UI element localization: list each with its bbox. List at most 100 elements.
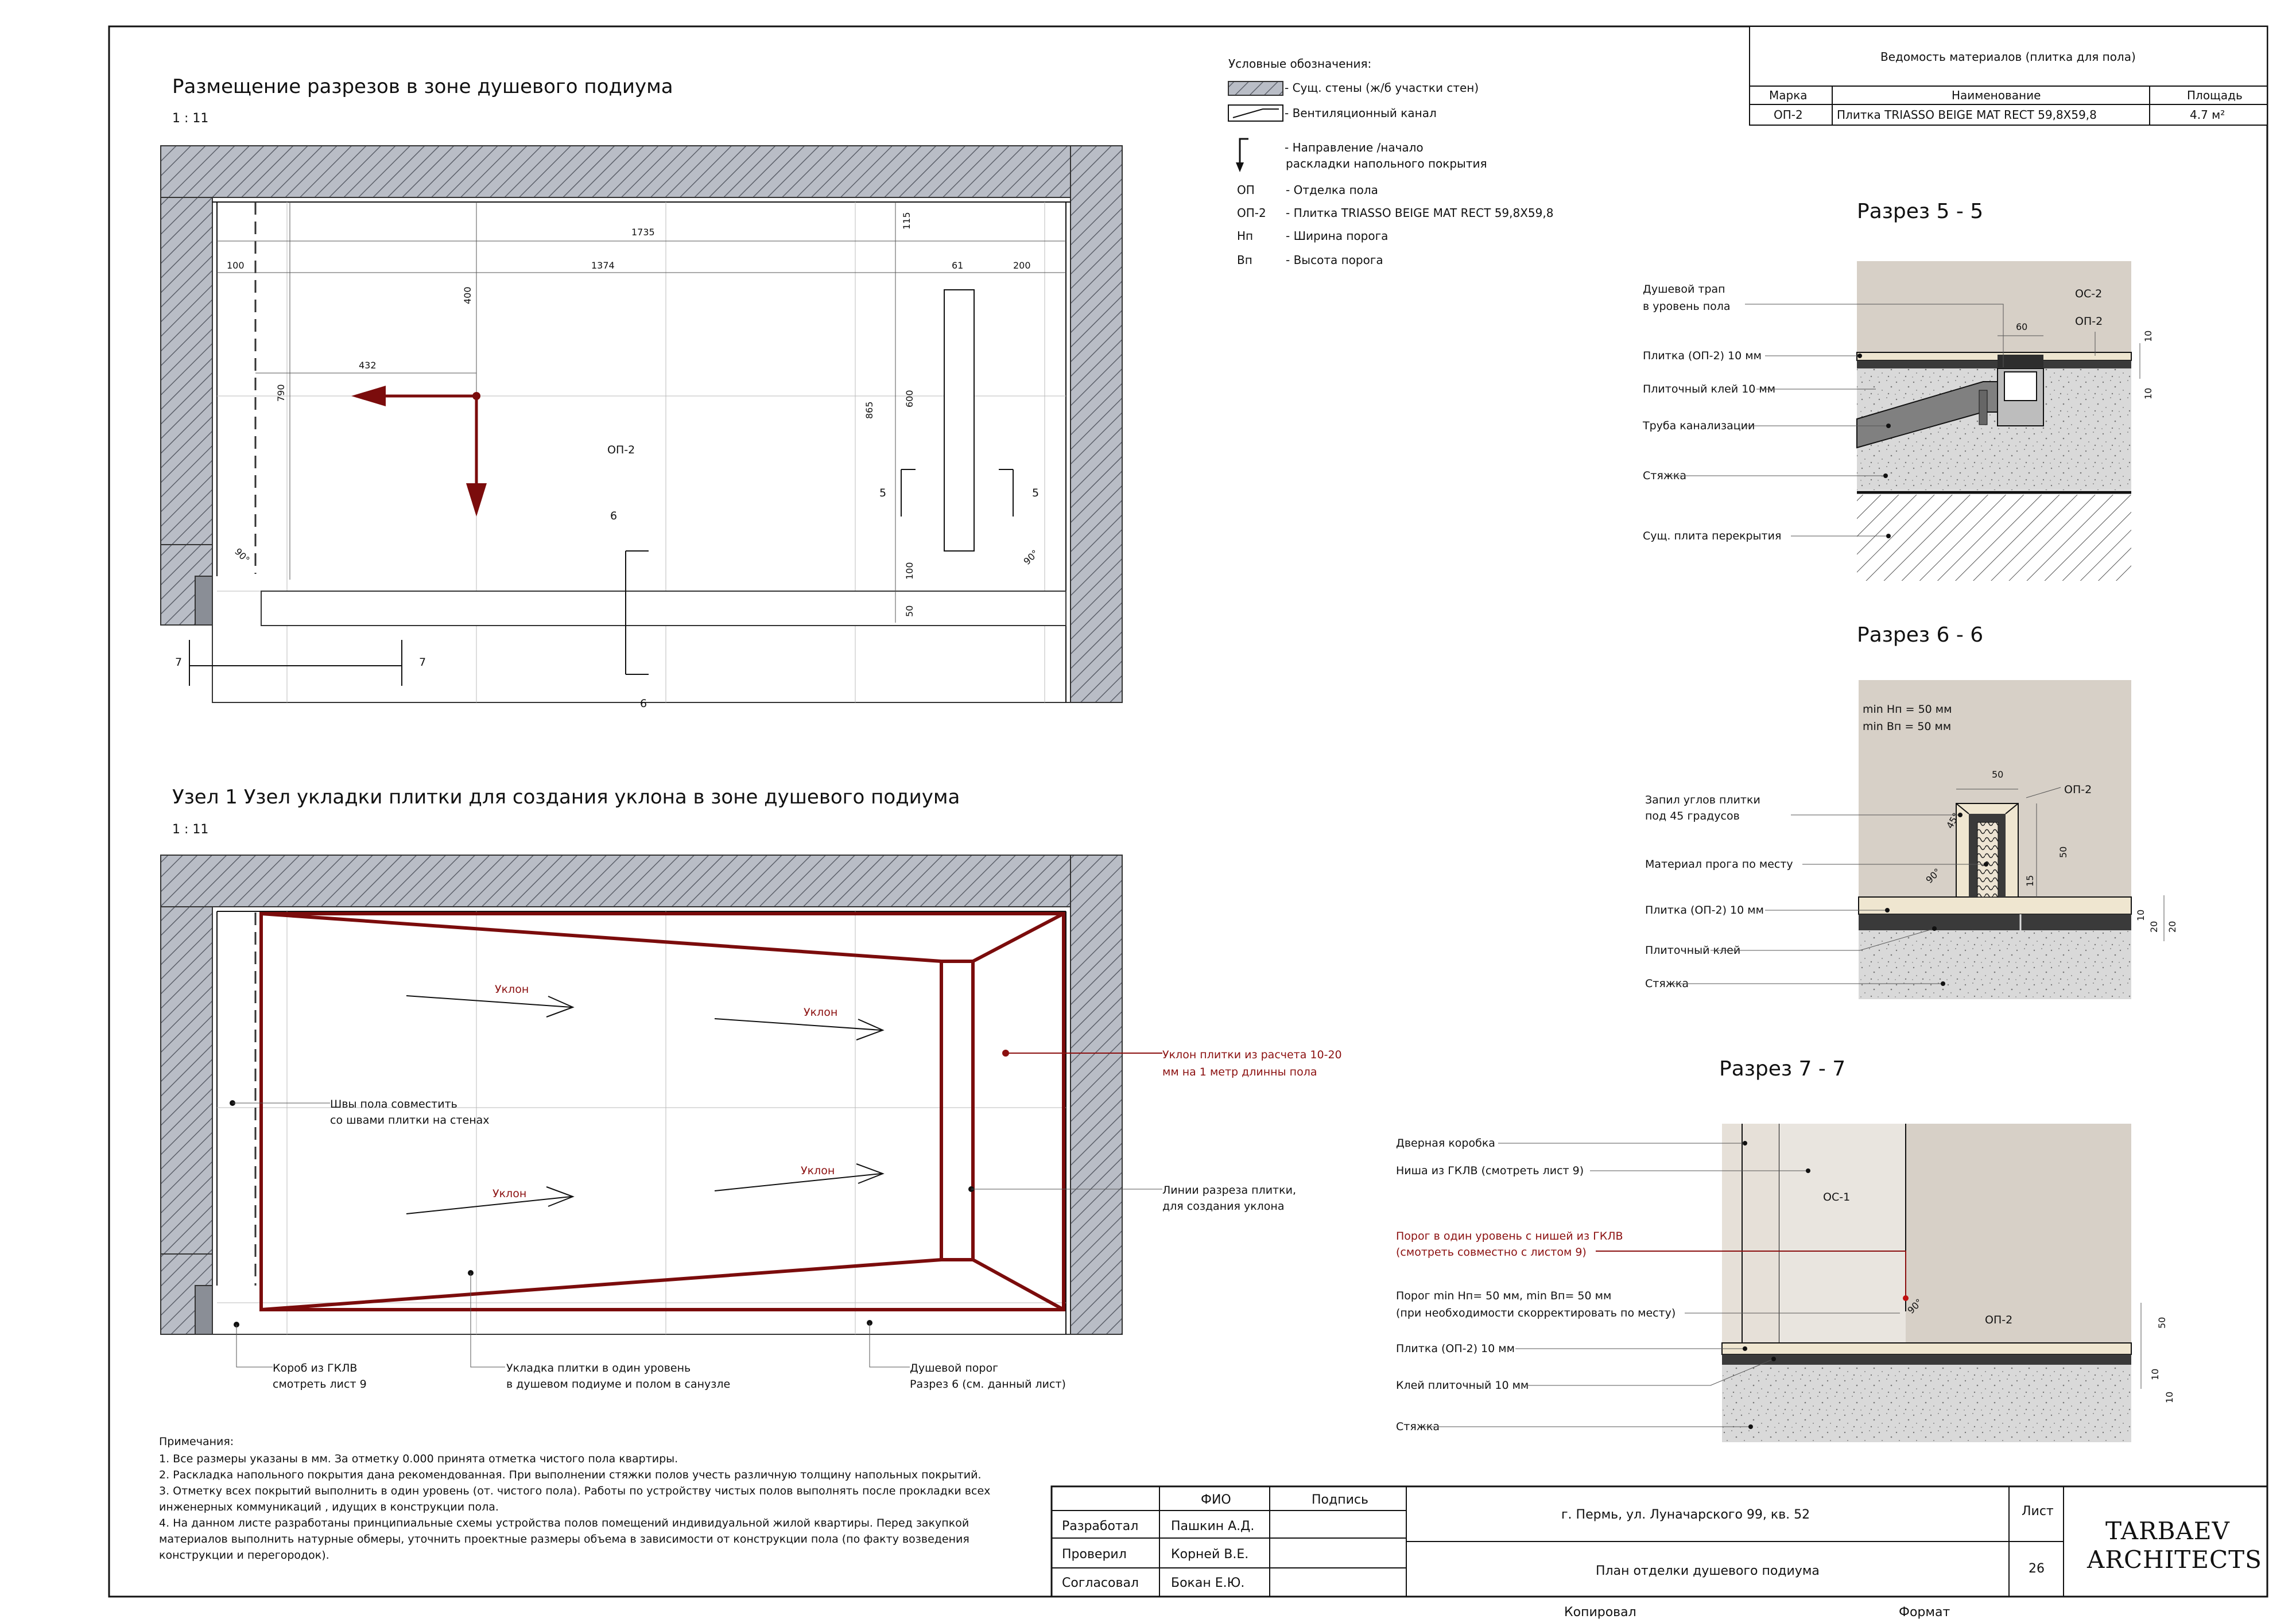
- legend-title: Условные обозначения:: [1228, 57, 1371, 71]
- s66-cut-label: Запил углов плитки: [1645, 794, 1760, 806]
- dim-1735: 1735: [631, 227, 655, 238]
- plan-scale: 1 : 11: [172, 111, 208, 126]
- s66-glue-label: Плиточный клей: [1645, 944, 1740, 957]
- node1-laying-label: Укладка плитки в один уровень: [506, 1362, 691, 1374]
- node1-seams-label: Швы пола совместить: [330, 1098, 457, 1111]
- materials-cell-name: Плитка TRIASSO BEIGE MAT RECT 59,8X59,8: [1837, 108, 2097, 122]
- s77-red-label: Порог в один уровень с нишей из ГКЛВ: [1396, 1230, 1623, 1243]
- legend-arrow-icon: [1239, 138, 1248, 166]
- dim-61: 61: [952, 260, 963, 271]
- cut-mark-7-left: 7: [175, 656, 182, 669]
- section-7-7: Разрез 7 - 7 Дверная коробка Ниша из ГКЛ…: [1396, 1057, 2175, 1442]
- plan-title: Размещение разрезов в зоне душевого поди…: [172, 75, 673, 98]
- dim-600: 600: [904, 390, 915, 407]
- section-7-7-title: Разрез 7 - 7: [1719, 1057, 1845, 1081]
- note-line: конструкции и перегородок).: [159, 1549, 329, 1562]
- note-line: 3. Отметку всех покрытий выполнить в оди…: [159, 1485, 990, 1497]
- tb-copied: Копировал: [1564, 1605, 1636, 1620]
- dim-200: 200: [1013, 260, 1031, 271]
- s77-tag-oc: ОС-1: [1823, 1191, 1850, 1203]
- node1-slope-label: Уклон плитки из расчета 10-20: [1162, 1049, 1342, 1061]
- note-line: инженерных коммуникаций , идущих в конст…: [159, 1501, 499, 1513]
- cut-mark-5-left: 5: [879, 487, 886, 499]
- s66-tag-op: ОП-2: [2064, 783, 2092, 796]
- legend-op2-text: - Плитка TRIASSO BEIGE MAT RECT 59,8X59,…: [1286, 206, 1553, 220]
- tb-role: Проверил: [1062, 1547, 1127, 1562]
- s77-red-label-2: (смотреть совместно с листом 9): [1396, 1246, 1587, 1259]
- legend-op2-symbol: ОП-2: [1237, 206, 1266, 220]
- s66-dim-20b: 20: [2167, 921, 2178, 933]
- cut-mark-6-top: 6: [610, 510, 617, 522]
- node1-box-label: Короб из ГКЛВ: [273, 1362, 357, 1374]
- tb-sheet-name: План отделки душевого подиума: [1596, 1564, 1820, 1578]
- plan-wall-left: [160, 197, 213, 545]
- tb-name: Бокан Е.Ю.: [1171, 1576, 1244, 1590]
- slope-label-1: Уклон: [495, 983, 529, 996]
- materials-cell-mark: ОП-2: [1774, 108, 1803, 122]
- tb-sheet-number: 26: [2029, 1562, 2045, 1576]
- section-5-5-title: Разрез 5 - 5: [1857, 200, 1983, 223]
- dim-865: 865: [864, 401, 875, 419]
- section-5-5: Разрез 5 - 5 Душевой трап в уровень пола…: [1642, 200, 2154, 581]
- note-line: материалов выполнить натурные обмеры, ут…: [159, 1533, 969, 1546]
- dim-50: 50: [904, 605, 915, 617]
- s55-slab-label: Сущ. плита перекрытия: [1643, 530, 1781, 542]
- s66-tile-label: Плитка (ОП-2) 10 мм: [1645, 904, 1764, 917]
- cut-mark-6-bottom: 6: [640, 697, 647, 710]
- slope-label-3: Уклон: [492, 1187, 526, 1200]
- dim-100: 100: [227, 260, 245, 271]
- tb-role: Согласовал: [1062, 1576, 1139, 1590]
- s77-glue-label: Клей плиточный 10 мм: [1396, 1379, 1529, 1392]
- tb-name: Корней В.Е.: [1171, 1547, 1248, 1562]
- s77-niche-label: Ниша из ГКЛВ (смотреть лист 9): [1396, 1164, 1584, 1177]
- node-1-block: Узел 1 Узел укладки плитки для создания …: [160, 786, 1342, 1391]
- s66-dim-50-top: 50: [1992, 769, 2003, 780]
- tb-logo-line2: ARCHITECTS: [2086, 1546, 2262, 1574]
- node1-title: Узел 1 Узел укладки плитки для создания …: [172, 786, 960, 809]
- cut-mark-7-right: 7: [419, 656, 426, 669]
- materials-cell-area: 4.7 м²: [2190, 108, 2225, 122]
- legend-direction-text-2: раскладки напольного покрытия: [1286, 157, 1487, 170]
- cut-mark-5-right: 5: [1032, 487, 1039, 499]
- note-line: 1. Все размеры указаны в мм. За отметку …: [159, 1453, 678, 1465]
- plan-interior: [212, 197, 1071, 703]
- legend-op-symbol: ОП: [1237, 183, 1255, 197]
- s77-screed-label: Стяжка: [1396, 1420, 1440, 1433]
- plan-niche: [944, 289, 975, 552]
- legend-vp-symbol: Вп: [1237, 253, 1252, 267]
- node1-slope-label-2: мм на 1 метр длинны пола: [1162, 1066, 1317, 1078]
- s77-threshold-label: Порог min Нп= 50 мм, min Вп= 50 мм: [1396, 1290, 1611, 1302]
- section-6-6-title: Разрез 6 - 6: [1857, 623, 1983, 647]
- node1-threshold-label: Душевой порог: [910, 1362, 998, 1374]
- s77-dim-10a: 10: [2150, 1369, 2161, 1380]
- s66-cut-label-2: под 45 градусов: [1645, 810, 1740, 822]
- materials-header-name: Наименование: [1952, 88, 2041, 102]
- node1-laying-label-2: в душевом подиуме и полом в санузле: [506, 1378, 730, 1391]
- dim-100-lower: 100: [904, 562, 915, 580]
- s55-tile-label: Плитка (ОП-2) 10 мм: [1643, 350, 1762, 362]
- plan-wall-right: [1070, 145, 1123, 703]
- note-line: 4. На данном листе разработаны принципиа…: [159, 1517, 969, 1529]
- node1-lines-label-2: для создания уклона: [1162, 1200, 1285, 1213]
- sewer-pipe: [1856, 381, 1998, 449]
- dim-115: 115: [901, 212, 912, 230]
- dim-790: 790: [276, 384, 286, 402]
- s55-tag-oc: ОС-2: [2075, 288, 2102, 300]
- node1-seams-label-2: со швами плитки на стенах: [330, 1114, 490, 1127]
- s55-glue-label: Плиточный клей 10 мм: [1643, 383, 1775, 395]
- tb-address: г. Пермь, ул. Луначарского 99, кв. 52: [1561, 1508, 1810, 1522]
- tb-fio-header: ФИО: [1201, 1493, 1231, 1507]
- s55-tag-op: ОП-2: [2075, 315, 2103, 328]
- s55-pipe-label: Труба канализации: [1642, 420, 1755, 432]
- materials-header-mark: Марка: [1769, 88, 1808, 102]
- notes: Примечания: 1. Все размеры указаны в мм.…: [159, 1435, 990, 1562]
- s55-dim-10a: 10: [2143, 331, 2154, 342]
- s66-minb: min Вп = 50 мм: [1863, 720, 1951, 733]
- plan-sections-block: Размещение разрезов в зоне душевого поди…: [160, 75, 1123, 710]
- node1-box-label-2: смотреть лист 9: [273, 1378, 367, 1391]
- dim-1374: 1374: [591, 260, 615, 271]
- s55-drain-label-2: в уровень пола: [1643, 300, 1731, 313]
- s55-screed-label: Стяжка: [1643, 469, 1686, 482]
- dim-432: 432: [359, 360, 377, 371]
- legend-vp-text: - Высота порога: [1286, 253, 1383, 267]
